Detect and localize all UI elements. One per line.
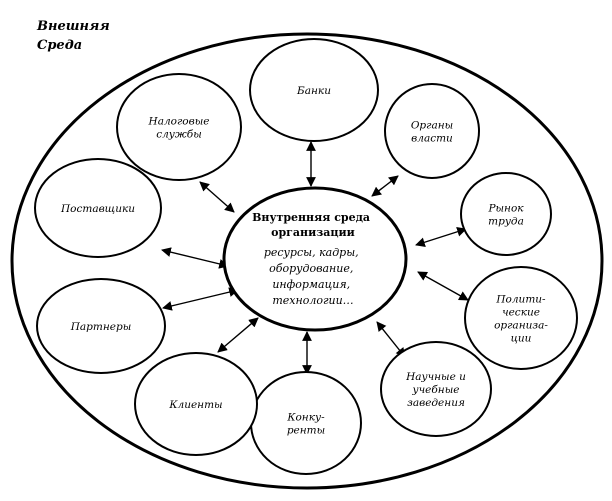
node-label-line: Партнеры — [70, 321, 132, 333]
corner-title-line: Среда — [37, 38, 82, 53]
arrow-scientific-institutions — [376, 321, 406, 358]
node-label-line: службы — [156, 129, 202, 141]
node-banks-ellipse — [249, 38, 379, 142]
arrow-suppliers — [161, 247, 229, 269]
node-clients-label: Клиенты — [168, 399, 222, 411]
node-competitors-label: Конку-ренты — [286, 412, 325, 437]
node-suppliers: Поставщики — [34, 158, 162, 258]
node-label-line: Банки — [296, 85, 331, 97]
node-label-line: ции — [511, 333, 532, 345]
node-label-line: Налоговые — [148, 116, 210, 128]
node-label-line: власти — [411, 133, 453, 145]
node-clients: Клиенты — [134, 352, 258, 456]
node-partners-ellipse — [36, 278, 166, 374]
internal-environment-title: Внутренняя среда организации — [252, 211, 374, 239]
internal-environment-node: Внутренняя среда организации ресурсы, ка… — [222, 186, 408, 332]
node-tax-services-ellipse — [116, 73, 242, 181]
external-environment-ellipse — [10, 32, 604, 490]
center-title-line: организации — [271, 226, 355, 239]
node-label-line: учебные — [412, 384, 460, 396]
arrow-labor-market — [415, 227, 467, 247]
center-content-line: ресурсы, кадры, — [264, 246, 359, 259]
node-labor-market-ellipse — [460, 172, 552, 256]
node-political-organizations-ellipse — [464, 266, 578, 370]
node-label-line: Клиенты — [168, 399, 222, 411]
node-label-line: организа- — [494, 320, 548, 332]
node-label-line: Конку- — [286, 412, 325, 424]
node-authorities-ellipse — [384, 83, 480, 179]
connector-arrows — [161, 141, 469, 375]
center-content-line: информация, — [272, 278, 350, 291]
node-label-line: Поставщики — [60, 203, 135, 215]
corner-title-line: Внешняя — [36, 19, 110, 34]
node-clients-ellipse — [134, 352, 258, 456]
arrow-political-organizations — [417, 271, 469, 301]
node-label-line: Рынок — [487, 203, 524, 215]
node-label-line: заведения — [407, 397, 465, 409]
node-label-line: труда — [488, 216, 524, 228]
node-partners: Партнеры — [36, 278, 166, 374]
center-content-line: оборудование, — [269, 262, 353, 275]
external-environment-title: Внешняя Среда — [36, 19, 114, 53]
node-suppliers-label: Поставщики — [60, 203, 135, 215]
node-label-line: Научные и — [405, 371, 466, 383]
node-partners-label: Партнеры — [70, 321, 132, 333]
arrow-partners — [162, 287, 239, 311]
center-content-line: технологии… — [272, 294, 353, 307]
arrow-clients — [217, 317, 259, 353]
node-label-line: Полити- — [495, 294, 546, 306]
node-label-line: Органы — [411, 120, 453, 132]
node-competitors: Конку-ренты — [250, 371, 362, 475]
internal-environment-contents: ресурсы, кадры, оборудование, информация… — [264, 246, 362, 307]
node-label-line: ческие — [502, 307, 540, 319]
node-banks: Банки — [249, 38, 379, 142]
node-scientific-institutions-ellipse — [380, 341, 492, 437]
center-title-line: Внутренняя среда — [252, 211, 370, 224]
arrow-authorities — [371, 175, 399, 197]
node-label-line: ренты — [287, 425, 325, 437]
node-suppliers-ellipse — [34, 158, 162, 258]
arrow-tax-services — [199, 181, 235, 213]
node-banks-label: Банки — [296, 85, 331, 97]
internal-environment-ellipse — [222, 186, 408, 332]
